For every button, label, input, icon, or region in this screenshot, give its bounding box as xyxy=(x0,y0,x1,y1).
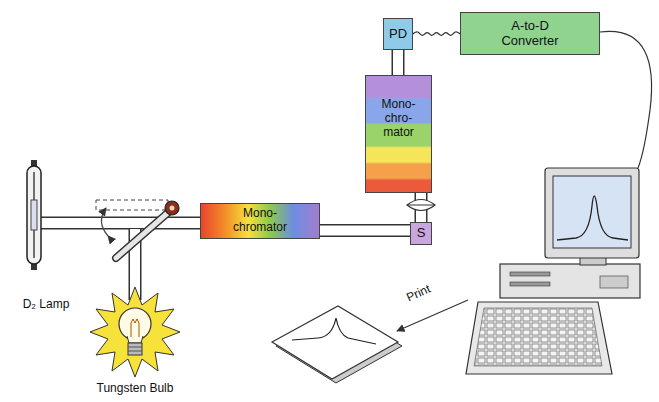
beam-outline xyxy=(320,224,410,237)
focusing-lens-part xyxy=(407,205,435,206)
node-text: Mono- chromator xyxy=(228,207,292,235)
node-text: Mono- chro- mator xyxy=(376,98,422,139)
print-arrow xyxy=(397,300,468,331)
computer-part xyxy=(545,168,639,258)
lamp-beam xyxy=(40,223,200,300)
computer xyxy=(466,168,640,374)
tungsten-bulb-part xyxy=(90,287,180,377)
node-text: Tungsten Bulb xyxy=(97,382,174,396)
rotating-mirror-part xyxy=(116,210,171,258)
focusing-lens-part xyxy=(407,200,435,211)
tungsten-bulb xyxy=(90,287,180,377)
bulb-label-box: Tungsten Bulb xyxy=(72,285,198,398)
computer-part xyxy=(553,176,631,248)
beam-outline xyxy=(392,50,405,75)
focusing-lens xyxy=(407,200,435,211)
converter-box: A-to-D Converter xyxy=(460,12,600,55)
printout xyxy=(272,306,402,383)
swing-arrow xyxy=(101,208,108,236)
rotating-mirror-part xyxy=(170,206,175,211)
computer-part xyxy=(500,264,640,298)
lamp-label-box: D₂ Lamp xyxy=(10,158,82,314)
computer-part xyxy=(510,272,550,276)
tungsten-bulb-part xyxy=(128,351,142,352)
deuterium-lamp-part xyxy=(27,166,41,264)
deuterium-lamp xyxy=(27,160,41,270)
tungsten-bulb-part xyxy=(128,343,142,355)
lamp-beam-part xyxy=(40,218,200,228)
tungsten-bulb-part xyxy=(131,319,139,337)
deuterium-lamp-part xyxy=(33,230,35,258)
sample-cell: S xyxy=(410,222,432,245)
monochromator-box: Mono- chro- mator xyxy=(365,75,432,193)
tungsten-bulb-part xyxy=(127,336,143,343)
beam-core xyxy=(393,50,403,75)
node-text: PD xyxy=(389,27,407,42)
signal-cable xyxy=(600,31,652,168)
lamp-beam-part xyxy=(40,217,200,230)
rotating-mirror-part xyxy=(165,201,179,215)
rotating-mirror xyxy=(116,201,179,258)
computer-part xyxy=(466,302,612,374)
beam-core xyxy=(320,225,410,235)
node-text: A-to-D Converter xyxy=(489,19,571,49)
computer-part xyxy=(510,282,550,286)
tungsten-bulb-part xyxy=(119,308,151,340)
printout-part xyxy=(272,306,398,379)
deuterium-lamp-part xyxy=(33,172,35,200)
computer-part xyxy=(600,276,628,288)
light-beam xyxy=(398,50,399,75)
computer-part xyxy=(557,196,628,240)
deuterium-lamp-part xyxy=(31,200,37,230)
printout-part xyxy=(292,318,376,344)
light-beam xyxy=(320,230,410,231)
rotating-mirror-part xyxy=(116,210,171,258)
node-text: S xyxy=(417,226,426,241)
node-text: D₂ Lamp xyxy=(23,298,70,312)
signal-wire xyxy=(413,32,460,36)
photodetector-box: PD xyxy=(383,18,413,50)
print-label: Print xyxy=(404,282,432,305)
signal-wire xyxy=(413,32,460,36)
computer-part xyxy=(474,308,602,366)
monochromator-box: Mono- chromator xyxy=(200,203,320,239)
tungsten-bulb-part xyxy=(128,347,142,348)
mirror-alt-position xyxy=(96,200,168,210)
